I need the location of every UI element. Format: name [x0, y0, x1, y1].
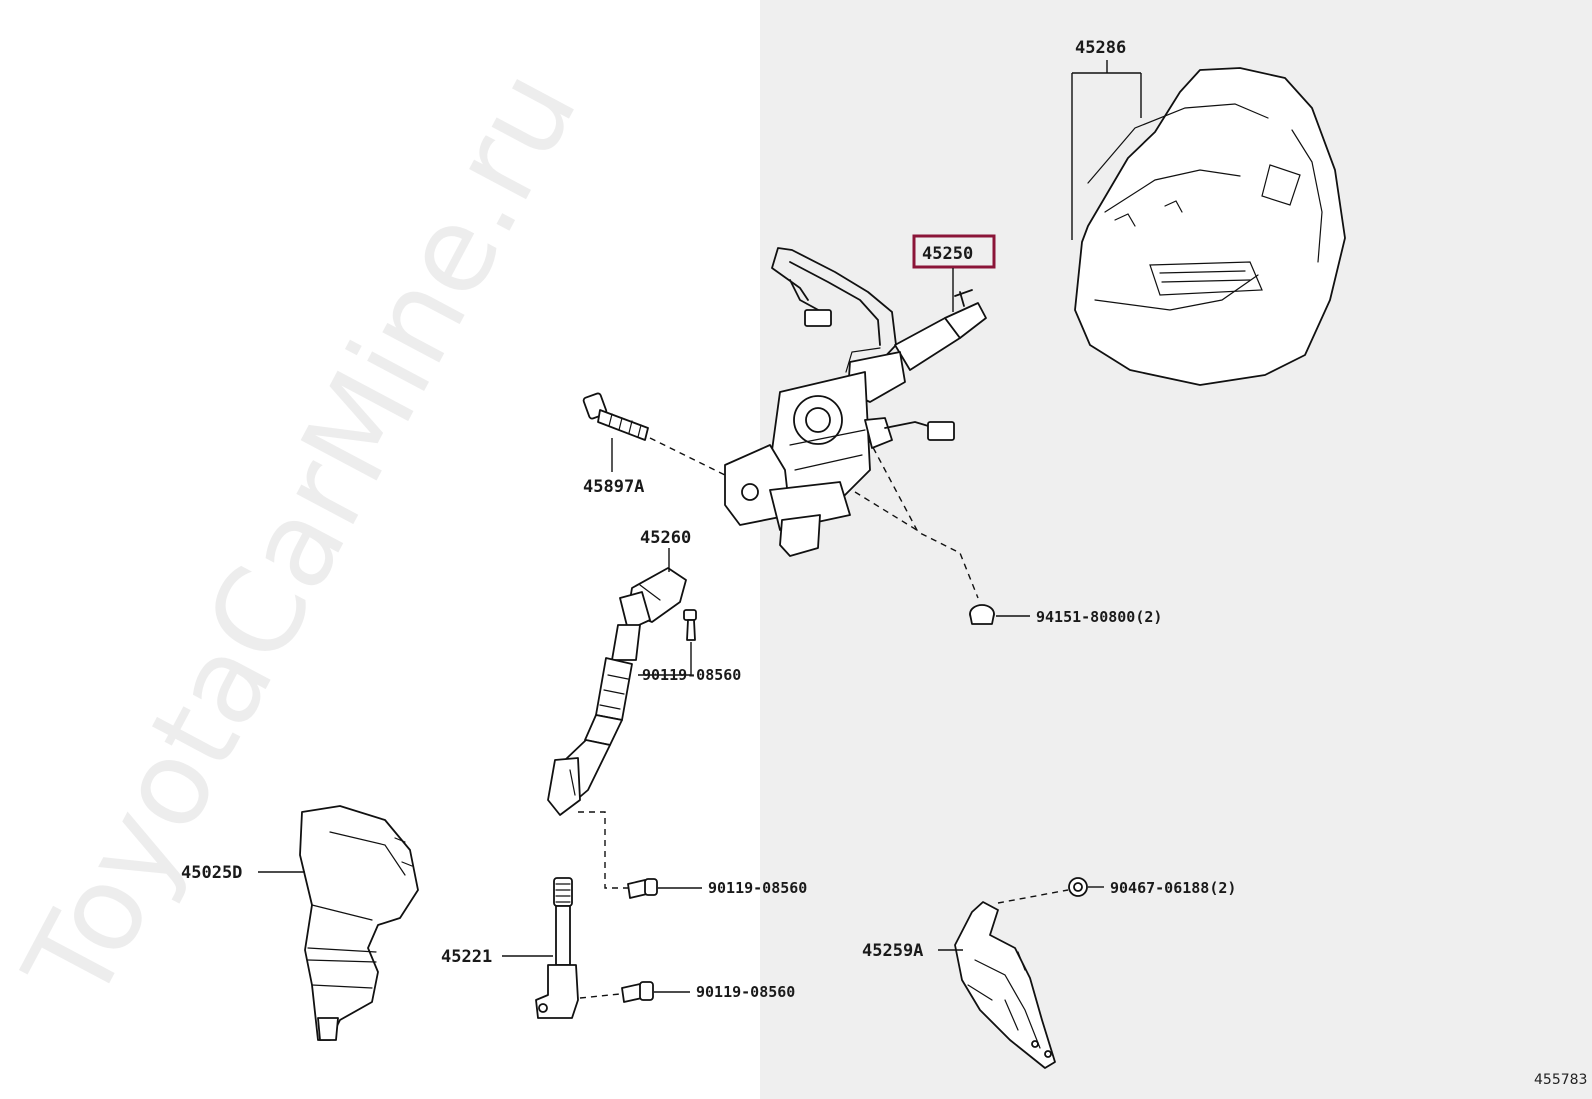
part-90119-bolt-c-drawing[interactable] — [621, 981, 654, 1003]
part-label-94151-80800[interactable]: 94151-80800(2) — [1036, 608, 1162, 626]
part-label-90119-08560-b[interactable]: 90119-08560 — [708, 879, 807, 897]
part-90119-bolt-a-drawing[interactable] — [683, 609, 697, 641]
dashed-connector-90119-b — [578, 811, 628, 889]
part-45250-steering-column-assembly-drawing[interactable] — [724, 247, 987, 557]
part-label-90119-08560-c[interactable]: 90119-08560 — [696, 983, 795, 1001]
part-94151-nut-drawing[interactable] — [969, 604, 995, 625]
part-label-45260[interactable]: 45260 — [640, 528, 691, 548]
dashed-connector-45897A — [649, 437, 726, 476]
part-45897A-bolt-drawing[interactable] — [582, 392, 649, 441]
part-label-45286[interactable]: 45286 — [1075, 38, 1126, 58]
dashed-connector-94151-a — [867, 437, 979, 599]
part-label-45259A[interactable]: 45259A — [862, 941, 923, 961]
figure-number: 455783 — [1534, 1072, 1587, 1088]
leader-bracket-45286 — [1071, 60, 1142, 240]
part-label-90119-08560-a[interactable]: 90119-08560 — [642, 666, 741, 684]
dashed-connector-90119-c — [579, 993, 621, 999]
part-label-45025D[interactable]: 45025D — [181, 863, 242, 883]
part-label-90467-06188[interactable]: 90467-06188(2) — [1110, 879, 1236, 897]
part-label-45897A[interactable]: 45897A — [583, 477, 644, 497]
part-label-45221[interactable]: 45221 — [441, 947, 492, 967]
dashed-connector-90467 — [997, 889, 1069, 904]
dashed-connector-94151-b — [854, 491, 921, 533]
part-45286-column-cover-drawing[interactable] — [1074, 67, 1346, 386]
part-90119-bolt-b-drawing[interactable] — [627, 878, 658, 899]
part-45259A-bracket-drawing[interactable] — [954, 901, 1056, 1069]
watermark-text: ToyotaCarMine.ru — [0, 48, 604, 1024]
part-90467-clip-drawing[interactable] — [1068, 877, 1088, 897]
part-45025D-boot-drawing[interactable] — [299, 805, 419, 1041]
part-45221-shaft-drawing[interactable] — [535, 877, 579, 1019]
part-label-45250[interactable]: 45250 — [922, 244, 973, 264]
part-45260-intermediate-shaft-drawing[interactable] — [547, 567, 687, 816]
selected-part-highlight-box — [912, 234, 996, 269]
